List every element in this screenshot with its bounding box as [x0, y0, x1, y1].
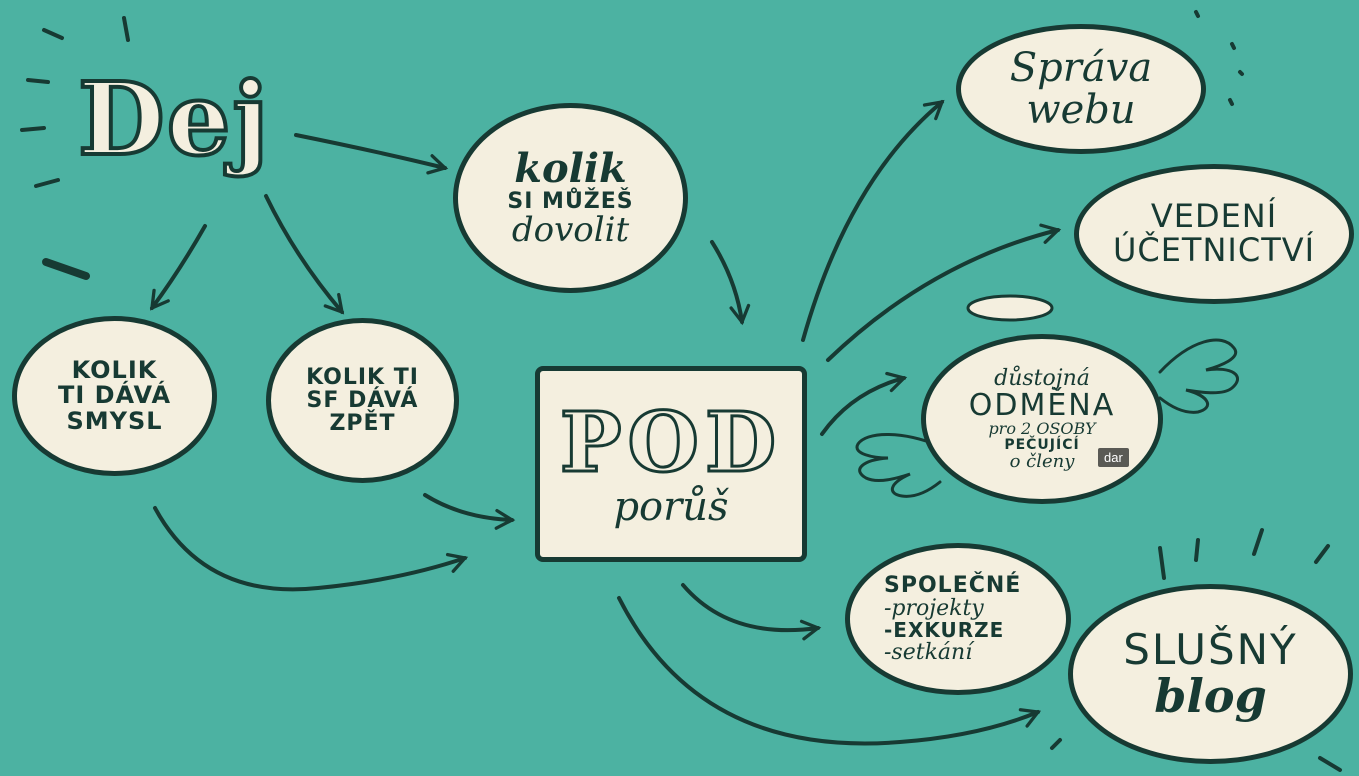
arrow-center-to-blog [617, 596, 1042, 746]
left-wing [855, 433, 942, 498]
node-vedeni-ucetnictvi: VEDENÍ ÚČETNICTVÍ [1074, 164, 1354, 304]
decor-tick [122, 16, 130, 42]
node-line: SLUŠNÝ [1123, 624, 1298, 674]
decor-tick [1314, 544, 1330, 564]
node-line: PEČUJÍCÍ [1004, 436, 1080, 453]
arrow-center-to-odmena [820, 371, 908, 436]
node-line: -setkání [884, 640, 973, 666]
node-line: SMYSL [66, 406, 163, 435]
node-sprava-webu: Správa webu [956, 24, 1206, 154]
arrow-center-to-sprava [801, 99, 945, 342]
decor-tick [1318, 756, 1342, 772]
node-line: kolik [514, 144, 627, 192]
decor-tick [1228, 98, 1234, 106]
arrow-dej-to-kolik-zpet [264, 194, 345, 315]
node-line: KOLIK [71, 356, 158, 385]
node-line: dovolit [511, 209, 630, 250]
arrow-kolik-smysl-to-center [153, 506, 469, 592]
node-line: ZPĚT [329, 411, 396, 437]
decor-tick [1230, 42, 1236, 50]
title-dej: Dej [76, 58, 271, 180]
arrow-kolik-zpet-to-center [423, 493, 516, 530]
decor-tick [1194, 10, 1200, 18]
node-line: blog [1154, 668, 1267, 723]
node-line: VEDENÍ [1150, 197, 1278, 236]
center-big-text: POD [558, 394, 783, 491]
node-line: KOLIK TI [306, 364, 419, 390]
node-line: pro 2 OSOBY [988, 419, 1096, 439]
node-line: SPOLEČNÉ [884, 572, 1022, 598]
tooltip: dar [1098, 448, 1129, 467]
node-kolik-dovolit: kolik SI MŮŽEŠ dovolit [453, 103, 688, 293]
decor-tick [1050, 738, 1062, 750]
arrow-dej-to-kolik-dovolit [294, 133, 449, 175]
decor-tick [1252, 528, 1264, 556]
node-line: -projekty [884, 595, 984, 621]
node-slusny-blog: SLUŠNÝ blog [1068, 584, 1353, 764]
arrow-dej-to-kolik-smysl [150, 224, 207, 311]
node-line: důstojná [994, 365, 1090, 391]
decor-tick [42, 258, 90, 280]
decor-tick [42, 28, 64, 40]
node-line: SI MŮŽEŠ [507, 188, 634, 214]
center-small-text: porůš [613, 484, 729, 531]
node-line: Správa [1009, 45, 1153, 91]
node-line: o členy [1009, 450, 1075, 472]
node-line: webu [1026, 87, 1136, 133]
node-line: SF DÁVÁ [306, 387, 419, 413]
decor-tick [1194, 538, 1200, 562]
node-kolik-zpet: KOLIK TI SF DÁVÁ ZPĚT [266, 318, 459, 483]
node-line: TI DÁVÁ [57, 381, 172, 410]
arrow-kolik-dovolit-to-center [710, 240, 751, 326]
halo [966, 294, 1054, 322]
node-line: -EXKURZE [884, 618, 1005, 643]
right-wing [1158, 338, 1239, 414]
arrow-center-to-ucetnictvi [826, 223, 1062, 362]
node-kolik-smysl: KOLIK TI DÁVÁ SMYSL [12, 316, 217, 476]
decor-tick [26, 78, 50, 84]
arrow-center-to-spolecne [681, 583, 822, 641]
node-center-podporuj: POD porůš [535, 366, 807, 562]
decor-tick [34, 178, 60, 188]
node-line: ÚČETNICTVÍ [1112, 231, 1316, 269]
decor-tick [1238, 70, 1244, 76]
decor-tick [1158, 546, 1166, 580]
node-line: ODMĚNA [968, 387, 1116, 423]
decor-tick [20, 126, 46, 132]
node-dustojna-odmena: důstojná ODMĚNA pro 2 OSOBY PEČUJÍCÍ o č… [921, 334, 1163, 504]
node-spolecne: SPOLEČNÉ -projekty -EXKURZE -setkání [845, 543, 1071, 695]
